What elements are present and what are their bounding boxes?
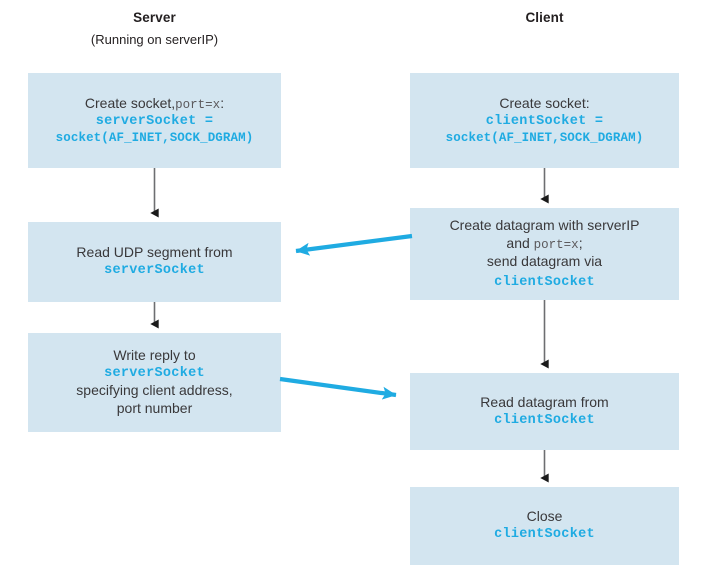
server-step3-line3: specifying client address, <box>76 382 233 399</box>
client-step-create-datagram: Create datagram with serverIP and port=x… <box>410 208 679 300</box>
server-step1-line1-mono: port=x <box>175 97 221 112</box>
server-step1-line1-suffix: : <box>220 94 225 111</box>
client-step2-line1: Create datagram with serverIP <box>449 216 640 233</box>
client-step-create-socket: Create socket: clientSocket = socket(AF_… <box>410 73 679 168</box>
client-step3-line2: clientSocket <box>494 412 595 428</box>
server-step3-line4: port number <box>116 400 193 417</box>
server-step1-line2: serverSocket = <box>95 113 214 129</box>
server-column-title: Server <box>133 10 176 25</box>
client-step-close-socket: Close clientSocket <box>410 487 679 565</box>
client-step2-line2-prefix: and <box>506 234 530 251</box>
client-step2-line3: send datagram via <box>486 252 603 269</box>
client-step3-line1: Read datagram from <box>480 393 609 410</box>
arrow-reply-server-to-client <box>279 376 397 400</box>
client-step4-line2: clientSocket <box>494 527 595 543</box>
server-step-create-socket: Create socket,port=x: serverSocket = soc… <box>28 73 281 168</box>
client-step4-line1: Close <box>526 508 563 525</box>
server-step1-line3: socket(AF_INET,SOCK_DGRAM) <box>55 131 254 146</box>
client-step2-line2: and port=x; <box>506 235 582 253</box>
client-step1-line2: clientSocket = <box>485 113 604 129</box>
server-step2-line1: Read UDP segment from <box>76 244 233 261</box>
server-step1-line1: Create socket,port=x: <box>85 95 224 113</box>
server-step2-line2: serverSocket <box>104 263 205 279</box>
server-step1-line1-prefix: Create socket, <box>84 94 176 111</box>
client-step2-line2-suffix: ; <box>578 234 583 251</box>
server-step-write-reply: Write reply to serverSocket specifying c… <box>28 333 281 432</box>
arrow-datagram-client-to-server <box>295 233 413 256</box>
server-step3-line2: serverSocket <box>104 365 205 381</box>
client-step-read-datagram: Read datagram from clientSocket <box>410 373 679 450</box>
server-step3-line1: Write reply to <box>113 347 196 363</box>
server-column-subtitle: (Running on serverIP) <box>90 32 219 47</box>
client-column-title: Client <box>525 10 564 25</box>
client-step1-line3: socket(AF_INET,SOCK_DGRAM) <box>445 131 644 146</box>
client-step2-line2-mono: port=x <box>533 237 579 252</box>
client-step1-line1: Create socket: <box>499 94 590 111</box>
server-step-read-udp-segment: Read UDP segment from serverSocket <box>28 222 281 302</box>
client-step2-line4: clientSocket <box>494 274 595 290</box>
